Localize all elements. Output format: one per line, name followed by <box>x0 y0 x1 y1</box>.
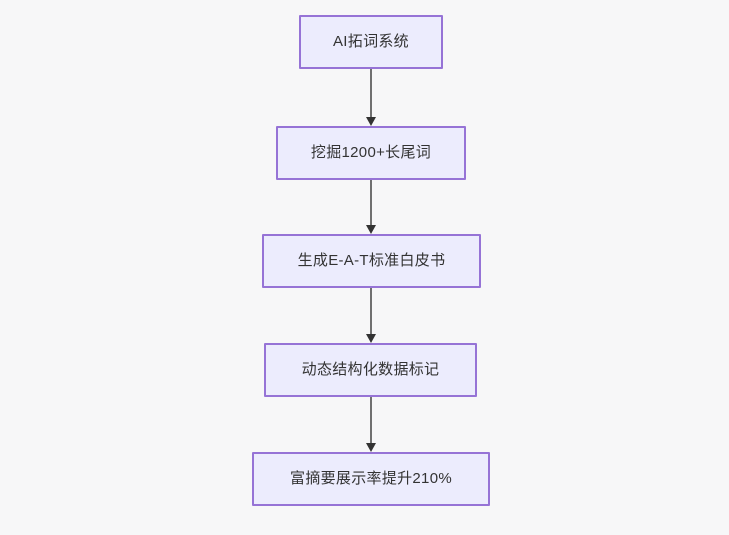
arrowhead-icon <box>366 334 376 343</box>
flow-node-ai-keyword-system[interactable]: AI拓词系统 <box>299 15 443 69</box>
edge-line <box>370 288 372 335</box>
arrowhead-icon <box>366 225 376 234</box>
flow-node-generate-eat-whitepaper[interactable]: 生成E-A-T标准白皮书 <box>262 234 481 288</box>
flow-node-label: 富摘要展示率提升210% <box>290 470 452 487</box>
arrowhead-icon <box>366 443 376 452</box>
flow-node-label: 动态结构化数据标记 <box>301 361 440 378</box>
flow-node-dynamic-structured-data[interactable]: 动态结构化数据标记 <box>264 343 477 397</box>
flow-node-label: 挖掘1200+长尾词 <box>310 144 432 161</box>
arrowhead-icon <box>366 117 376 126</box>
edge-line <box>370 69 372 118</box>
edge-line <box>370 397 372 444</box>
flow-node-rich-snippet-uplift[interactable]: 富摘要展示率提升210% <box>252 452 490 506</box>
flow-node-mine-longtail-keywords[interactable]: 挖掘1200+长尾词 <box>276 126 466 180</box>
edge-line <box>370 180 372 226</box>
flow-node-label: AI拓词系统 <box>333 33 409 50</box>
flow-node-label: 生成E-A-T标准白皮书 <box>297 252 446 269</box>
